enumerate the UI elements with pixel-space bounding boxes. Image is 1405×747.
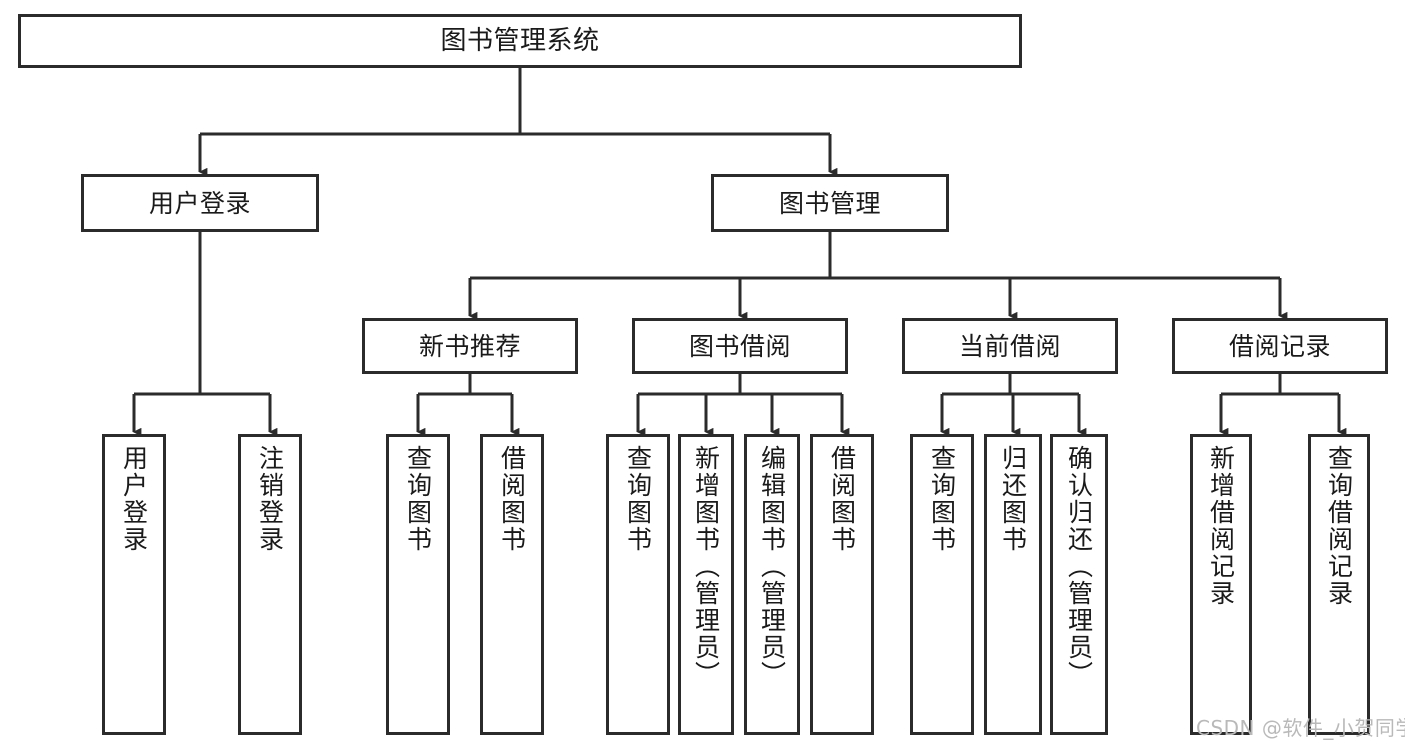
node-label: 注销登录	[255, 445, 285, 553]
node-leaf-edit-book[interactable]: 编辑图书（管理员）	[744, 434, 800, 735]
node-book-borrow[interactable]: 图书借阅	[632, 318, 848, 374]
node-label: 图书借阅	[688, 331, 791, 361]
node-label: 借阅图书	[827, 445, 857, 553]
node-label: 借阅图书	[497, 445, 527, 553]
node-leaf-add-record[interactable]: 新增借阅记录	[1190, 434, 1252, 735]
node-leaf-logout[interactable]: 注销登录	[238, 434, 302, 735]
node-leaf-query-record[interactable]: 查询借阅记录	[1308, 434, 1370, 735]
node-leaf-return-book[interactable]: 归还图书	[984, 434, 1042, 735]
node-label: 确认归还（管理员）	[1064, 445, 1094, 688]
node-user-login[interactable]: 用户登录	[81, 174, 319, 232]
node-label: 编辑图书（管理员）	[757, 445, 787, 688]
node-label: 新增图书（管理员）	[691, 445, 721, 688]
node-leaf-add-book[interactable]: 新增图书（管理员）	[678, 434, 734, 735]
node-leaf-query-book-2[interactable]: 查询图书	[606, 434, 670, 735]
node-label: 图书管理系统	[440, 25, 600, 56]
node-leaf-borrow-book-2[interactable]: 借阅图书	[810, 434, 874, 735]
node-leaf-query-book-1[interactable]: 查询图书	[386, 434, 450, 735]
node-label: 查询图书	[927, 445, 957, 553]
node-current-borrow[interactable]: 当前借阅	[902, 318, 1118, 374]
node-leaf-borrow-book-1[interactable]: 借阅图书	[480, 434, 544, 735]
node-book-manage[interactable]: 图书管理	[711, 174, 949, 232]
node-leaf-query-book-3[interactable]: 查询图书	[910, 434, 974, 735]
node-label: 当前借阅	[958, 331, 1061, 361]
node-label: 归还图书	[998, 445, 1028, 553]
node-label: 新书推荐	[418, 331, 521, 361]
watermark: CSDN @软件_小贺同学	[1196, 716, 1405, 740]
node-label: 图书管理	[778, 188, 881, 218]
node-label: 查询图书	[623, 445, 653, 553]
node-root[interactable]: 图书管理系统	[18, 14, 1022, 68]
node-leaf-confirm-return[interactable]: 确认归还（管理员）	[1050, 434, 1108, 735]
node-leaf-user-login[interactable]: 用户登录	[102, 434, 166, 735]
node-label: 新增借阅记录	[1206, 445, 1236, 607]
node-label: 查询图书	[403, 445, 433, 553]
node-label: 借阅记录	[1228, 331, 1331, 361]
node-label: 用户登录	[148, 188, 251, 218]
node-label: 用户登录	[119, 445, 149, 553]
node-label: 查询借阅记录	[1324, 445, 1354, 607]
node-new-book-rec[interactable]: 新书推荐	[362, 318, 578, 374]
node-borrow-record[interactable]: 借阅记录	[1172, 318, 1388, 374]
